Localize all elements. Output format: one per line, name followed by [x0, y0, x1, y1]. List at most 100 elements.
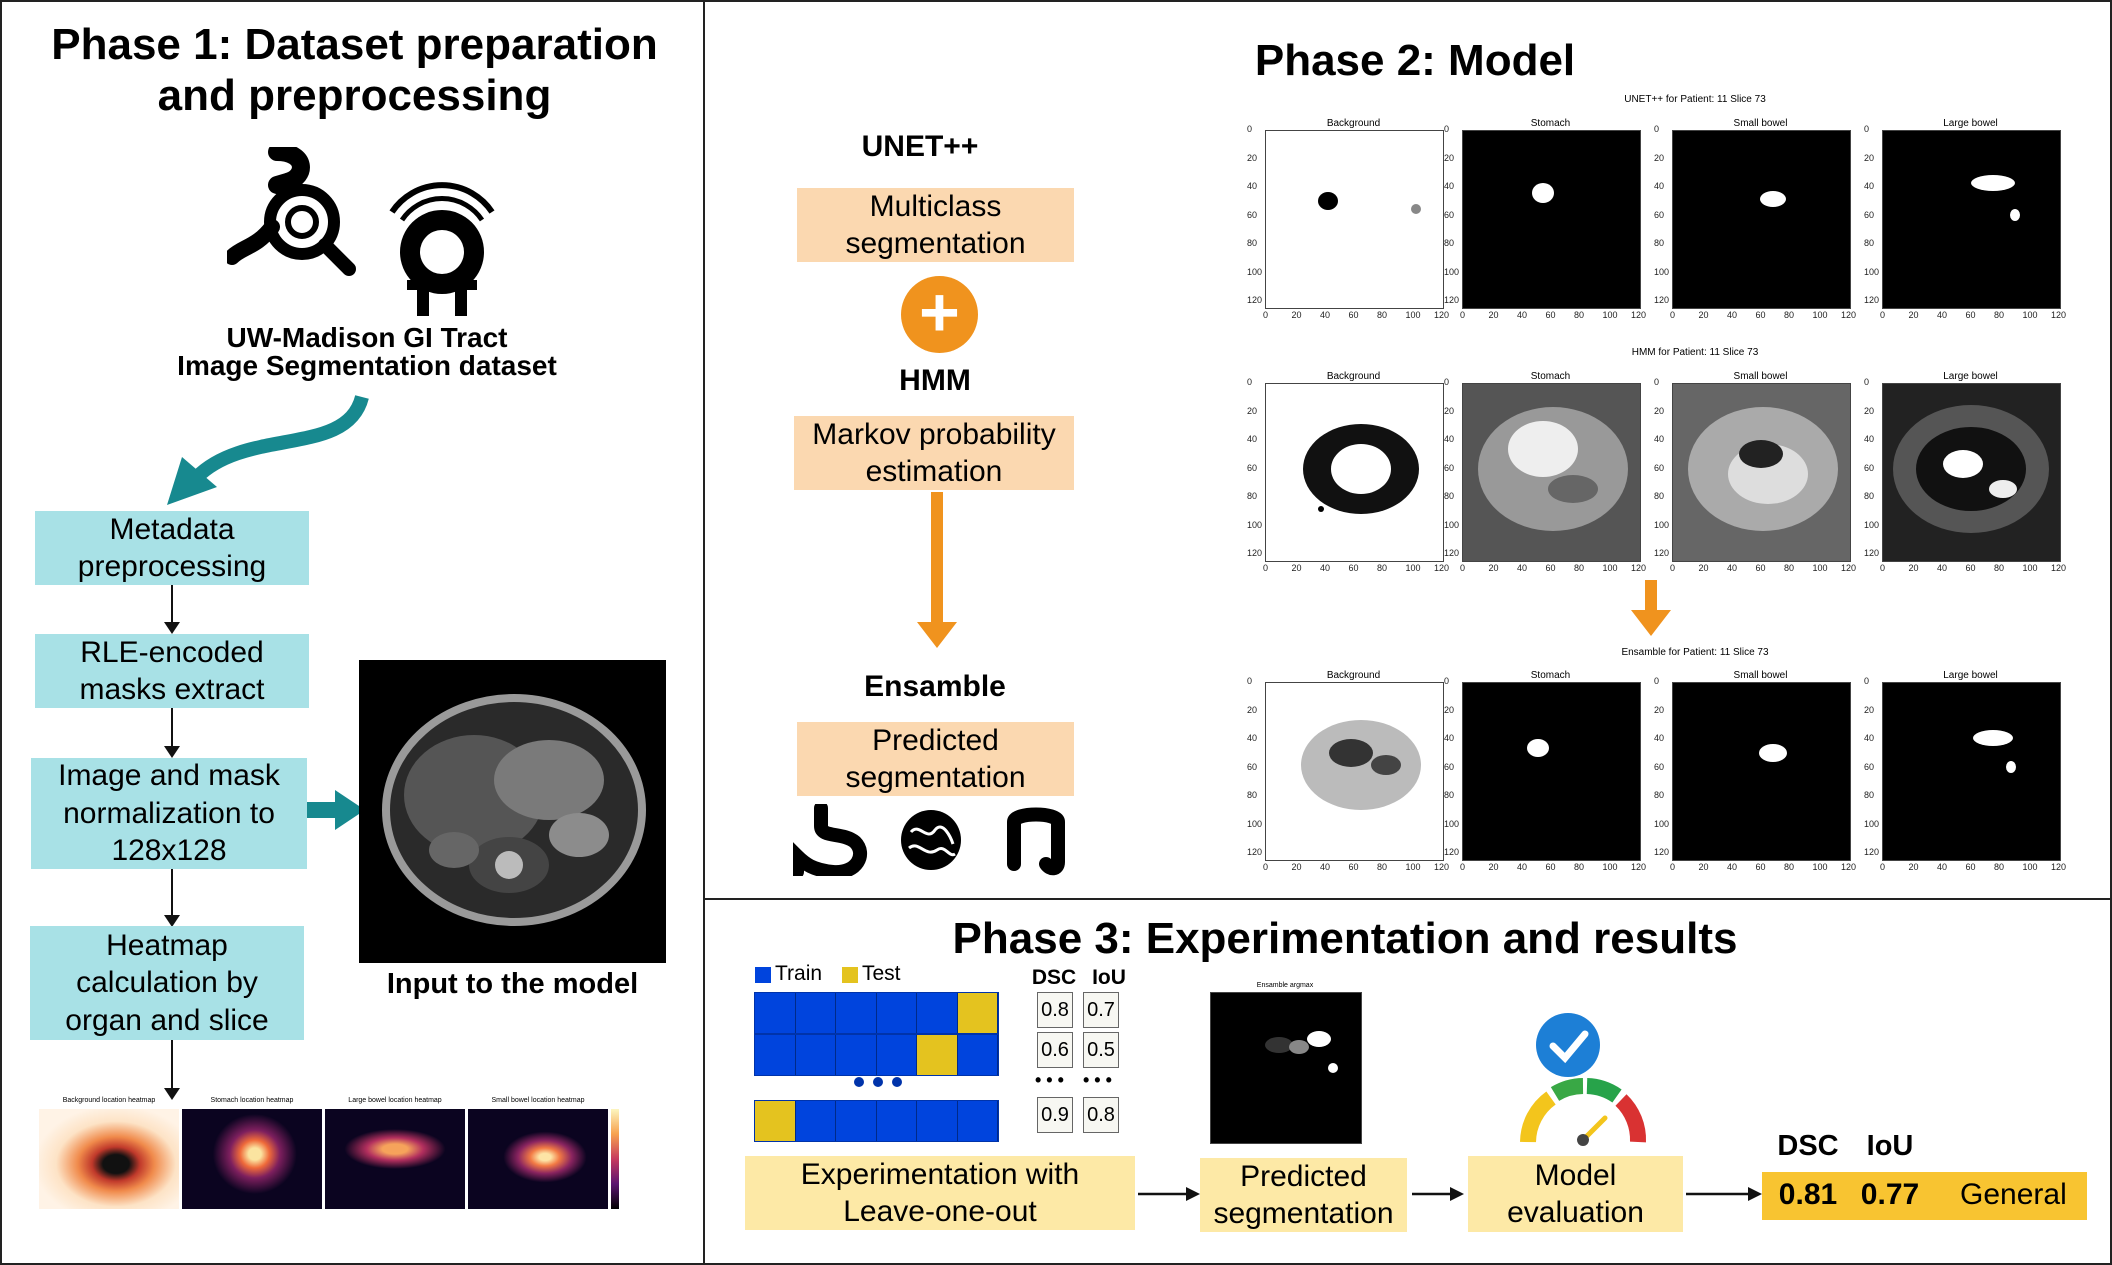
y-tick: 120	[1247, 295, 1263, 305]
legend-test-swatch	[842, 967, 858, 983]
y-tick: 0	[1247, 676, 1253, 686]
x-tick: 100	[1812, 862, 1828, 872]
orange-down-arrow-right-head	[1631, 610, 1671, 636]
step4-line3: organ and slice	[65, 1003, 269, 1037]
mask-region-0	[1973, 730, 2013, 746]
mask-region-2	[1739, 440, 1783, 468]
y-tick: 40	[1864, 733, 1875, 743]
x-tick: 20	[1488, 310, 1499, 320]
plot-background	[1463, 131, 1640, 308]
y-tick: 80	[1247, 790, 1258, 800]
result-iou-value: 0.77	[1860, 1178, 1920, 1211]
fold-ellipsis	[853, 1075, 903, 1087]
x-tick: 0	[1670, 563, 1676, 573]
x-tick: 120	[1841, 310, 1857, 320]
fold-train-cell	[876, 993, 917, 1033]
plot-background	[1463, 683, 1640, 860]
x-tick: 60	[1348, 310, 1359, 320]
x-tick: 0	[1880, 862, 1886, 872]
fold-train-cell	[755, 1035, 796, 1075]
seg-plot-ens-0	[1265, 682, 1444, 861]
plot-title-unet-1: Stomach	[1530, 118, 1571, 129]
fold-train-cell	[957, 1035, 998, 1075]
seg-plot-hmm-2	[1672, 383, 1851, 562]
y-tick: 100	[1444, 818, 1460, 829]
large-bowel-icon	[1007, 807, 1065, 876]
x-tick: 20	[1698, 862, 1709, 872]
orange-down-arrow-left-head	[917, 622, 957, 648]
x-tick: 0	[1263, 563, 1269, 573]
mask-region-0	[1759, 744, 1787, 762]
mri-scan-graphic	[382, 694, 646, 926]
heatmap-title-background: Background location heatmap	[62, 1097, 156, 1104]
y-tick: 0	[1654, 124, 1660, 134]
y-tick: 20	[1444, 704, 1455, 715]
x-tick: 40	[1320, 862, 1331, 872]
x-tick: 120	[1631, 310, 1647, 320]
plot-background	[1883, 683, 2060, 860]
x-tick: 80	[1377, 862, 1388, 872]
y-tick: 0	[1247, 377, 1253, 387]
dataset-label: UW-Madison GI Tract Image Segmentation d…	[132, 324, 602, 380]
y-tick: 120	[1864, 548, 1880, 558]
y-tick: 120	[1444, 847, 1460, 857]
pred-line2: segmentation	[1213, 1197, 1394, 1230]
step3-line2: normalization to	[63, 796, 275, 830]
y-tick: 60	[1864, 209, 1875, 220]
x-tick: 0	[1880, 563, 1886, 573]
y-tick: 20	[1247, 704, 1258, 715]
fold-train-cell	[836, 993, 877, 1033]
x-tick: 100	[2022, 563, 2038, 573]
x-tick: 80	[1574, 862, 1585, 872]
mask-region-0	[1318, 192, 1338, 210]
x-tick: 60	[1545, 563, 1556, 573]
x-tick: 40	[1517, 862, 1528, 872]
orange-down-arrow-left	[931, 492, 943, 627]
y-tick: 20	[1444, 405, 1455, 416]
eval-line1: Model	[1534, 1158, 1617, 1192]
fold-train-cell	[917, 1101, 958, 1141]
x-tick: 80	[1994, 862, 2005, 872]
phase2-title: Phase 2: Model	[1254, 36, 1576, 85]
y-tick: 40	[1247, 733, 1258, 743]
x-tick: 100	[1405, 310, 1421, 320]
connector-2	[171, 708, 173, 750]
x-tick: 20	[1291, 862, 1302, 872]
row-title-hmm: HMM for Patient: 11 Slice 73	[1631, 347, 1759, 358]
y-tick: 80	[1444, 491, 1455, 501]
seg-plot-ens-1	[1462, 682, 1641, 861]
y-tick: 20	[1444, 152, 1455, 163]
fold-train-cell	[795, 1101, 836, 1141]
y-tick: 60	[1654, 462, 1665, 473]
mask-region-0	[1760, 191, 1786, 207]
seg-plot-unet-1	[1462, 130, 1641, 309]
y-tick: 40	[1444, 181, 1455, 191]
y-tick: 40	[1654, 181, 1665, 191]
fold-train-cell	[755, 993, 796, 1033]
heatmap-title-small-bowel: Small bowel location heatmap	[491, 1097, 585, 1104]
ensemble-box-line2: segmentation	[845, 761, 1026, 794]
row-title-ensemble: Ensamble for Patient: 11 Slice 73	[1621, 647, 1769, 658]
y-tick: 100	[1654, 519, 1670, 530]
y-tick: 120	[1247, 847, 1263, 857]
plot-title-unet-2: Small bowel	[1733, 118, 1788, 129]
score-ellipsis-dsc: • • •	[1035, 1070, 1064, 1090]
x-tick: 0	[1263, 310, 1269, 320]
step2-line1: RLE-encoded	[80, 635, 264, 669]
y-tick: 120	[1444, 548, 1460, 558]
x-tick: 60	[1545, 310, 1556, 320]
mask-region-1	[1411, 204, 1421, 214]
y-tick: 100	[1864, 519, 1880, 530]
mask-region-1	[2010, 209, 2020, 221]
y-tick: 120	[1444, 295, 1460, 305]
x-tick: 120	[1631, 563, 1647, 573]
x-tick: 20	[1291, 563, 1302, 573]
mri-input-image	[359, 660, 666, 963]
plot-title-hmm-3: Large bowel	[1943, 371, 1998, 382]
y-tick: 60	[1247, 462, 1258, 473]
step1-line1: Metadata	[109, 512, 235, 546]
y-tick: 80	[1654, 238, 1665, 248]
